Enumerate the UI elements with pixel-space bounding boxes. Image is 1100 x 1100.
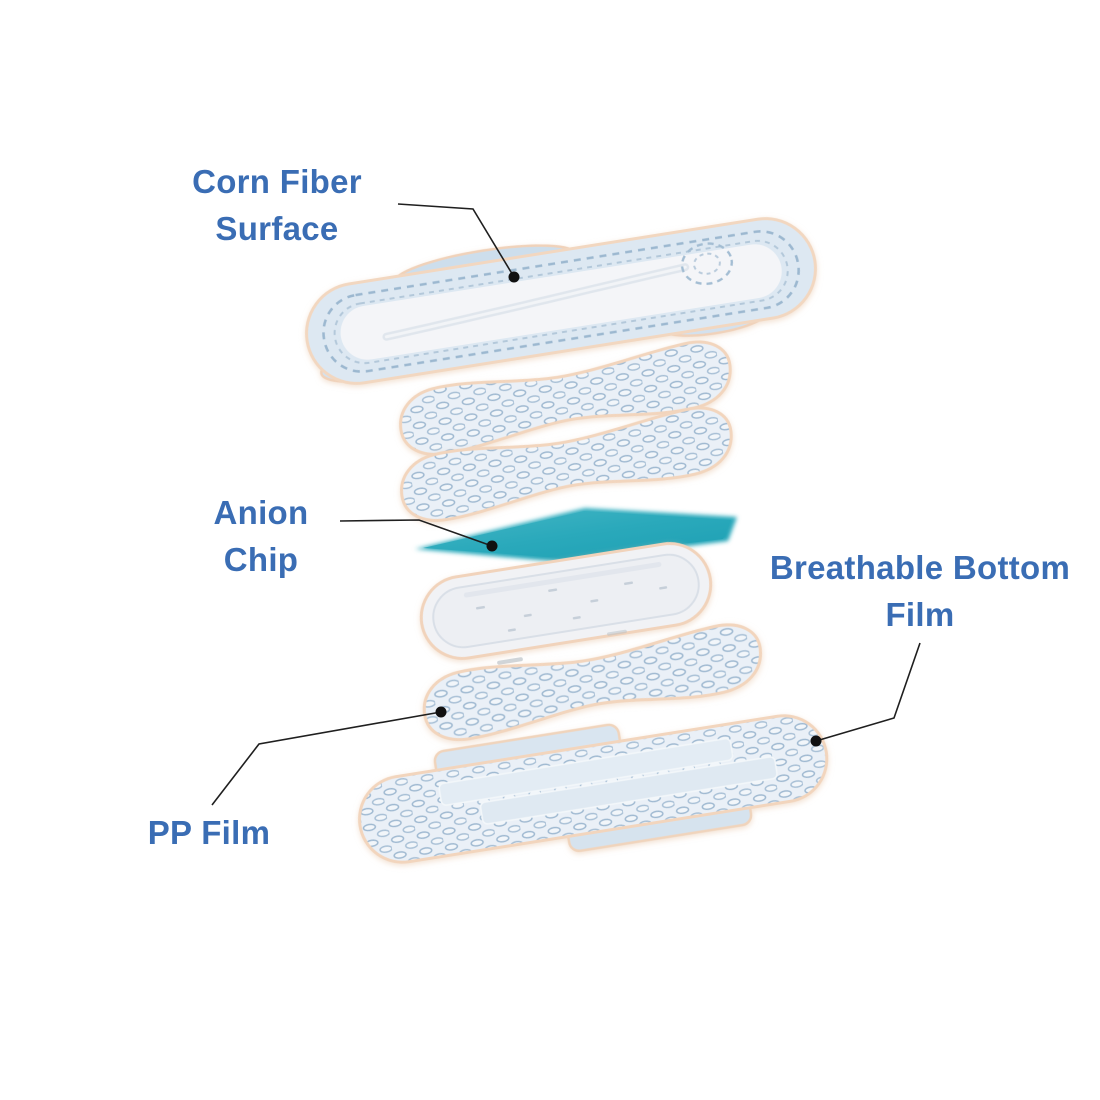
breathable-film-leader-dot <box>810 735 822 747</box>
breathable-film-leader-line <box>815 642 921 742</box>
stitch-border-inner <box>333 239 789 365</box>
corn-fiber-surface-label-line1: Corn Fiber <box>192 163 362 200</box>
absorbent-mesh-layer-1 <box>399 340 732 456</box>
absorbent-mesh-layer-2 <box>400 406 733 522</box>
anion-chip-label: Anion Chip <box>141 489 381 583</box>
pp-film-leader-dot <box>435 706 447 718</box>
corn-fiber-leader-dot <box>508 271 520 283</box>
breathable-bottom-film-label-line2: Film <box>885 596 955 633</box>
shadow-smudge <box>497 657 523 665</box>
breathable-bottom-film-label: Breathable Bottom Film <box>745 544 1095 638</box>
pp-film-layer <box>422 623 762 742</box>
pp-film-label: PP Film <box>109 809 309 856</box>
breathable-bottom-film-label-line1: Breathable Bottom <box>769 549 1071 586</box>
stitch-border-outer <box>322 230 800 373</box>
stitch-ring-inner <box>693 252 721 275</box>
shadow-smudge <box>607 629 627 636</box>
breathable-bottom-film-layer <box>358 714 829 864</box>
anion-chip-leader-line <box>339 519 493 547</box>
corn-fiber-surface-label: Corn Fiber Surface <box>127 158 427 252</box>
release-strip-upper <box>438 737 734 806</box>
pp-film-leader-line <box>211 711 442 806</box>
anion-chip-label-line1: Anion <box>213 494 309 531</box>
corn-fiber-surface-label-line2: Surface <box>215 210 339 247</box>
pp-film-label-line1: PP Film <box>147 814 271 851</box>
emboss-line <box>463 562 662 598</box>
anion-chip-leader-dot <box>486 540 498 552</box>
corn-fiber-surface-layer <box>305 217 817 385</box>
corn-fiber-leader-line <box>397 203 515 278</box>
speckles <box>476 581 668 632</box>
anion-chip-label-line2: Chip <box>223 541 299 578</box>
release-strip-lower <box>479 756 778 825</box>
core-pad-layer <box>419 542 713 660</box>
